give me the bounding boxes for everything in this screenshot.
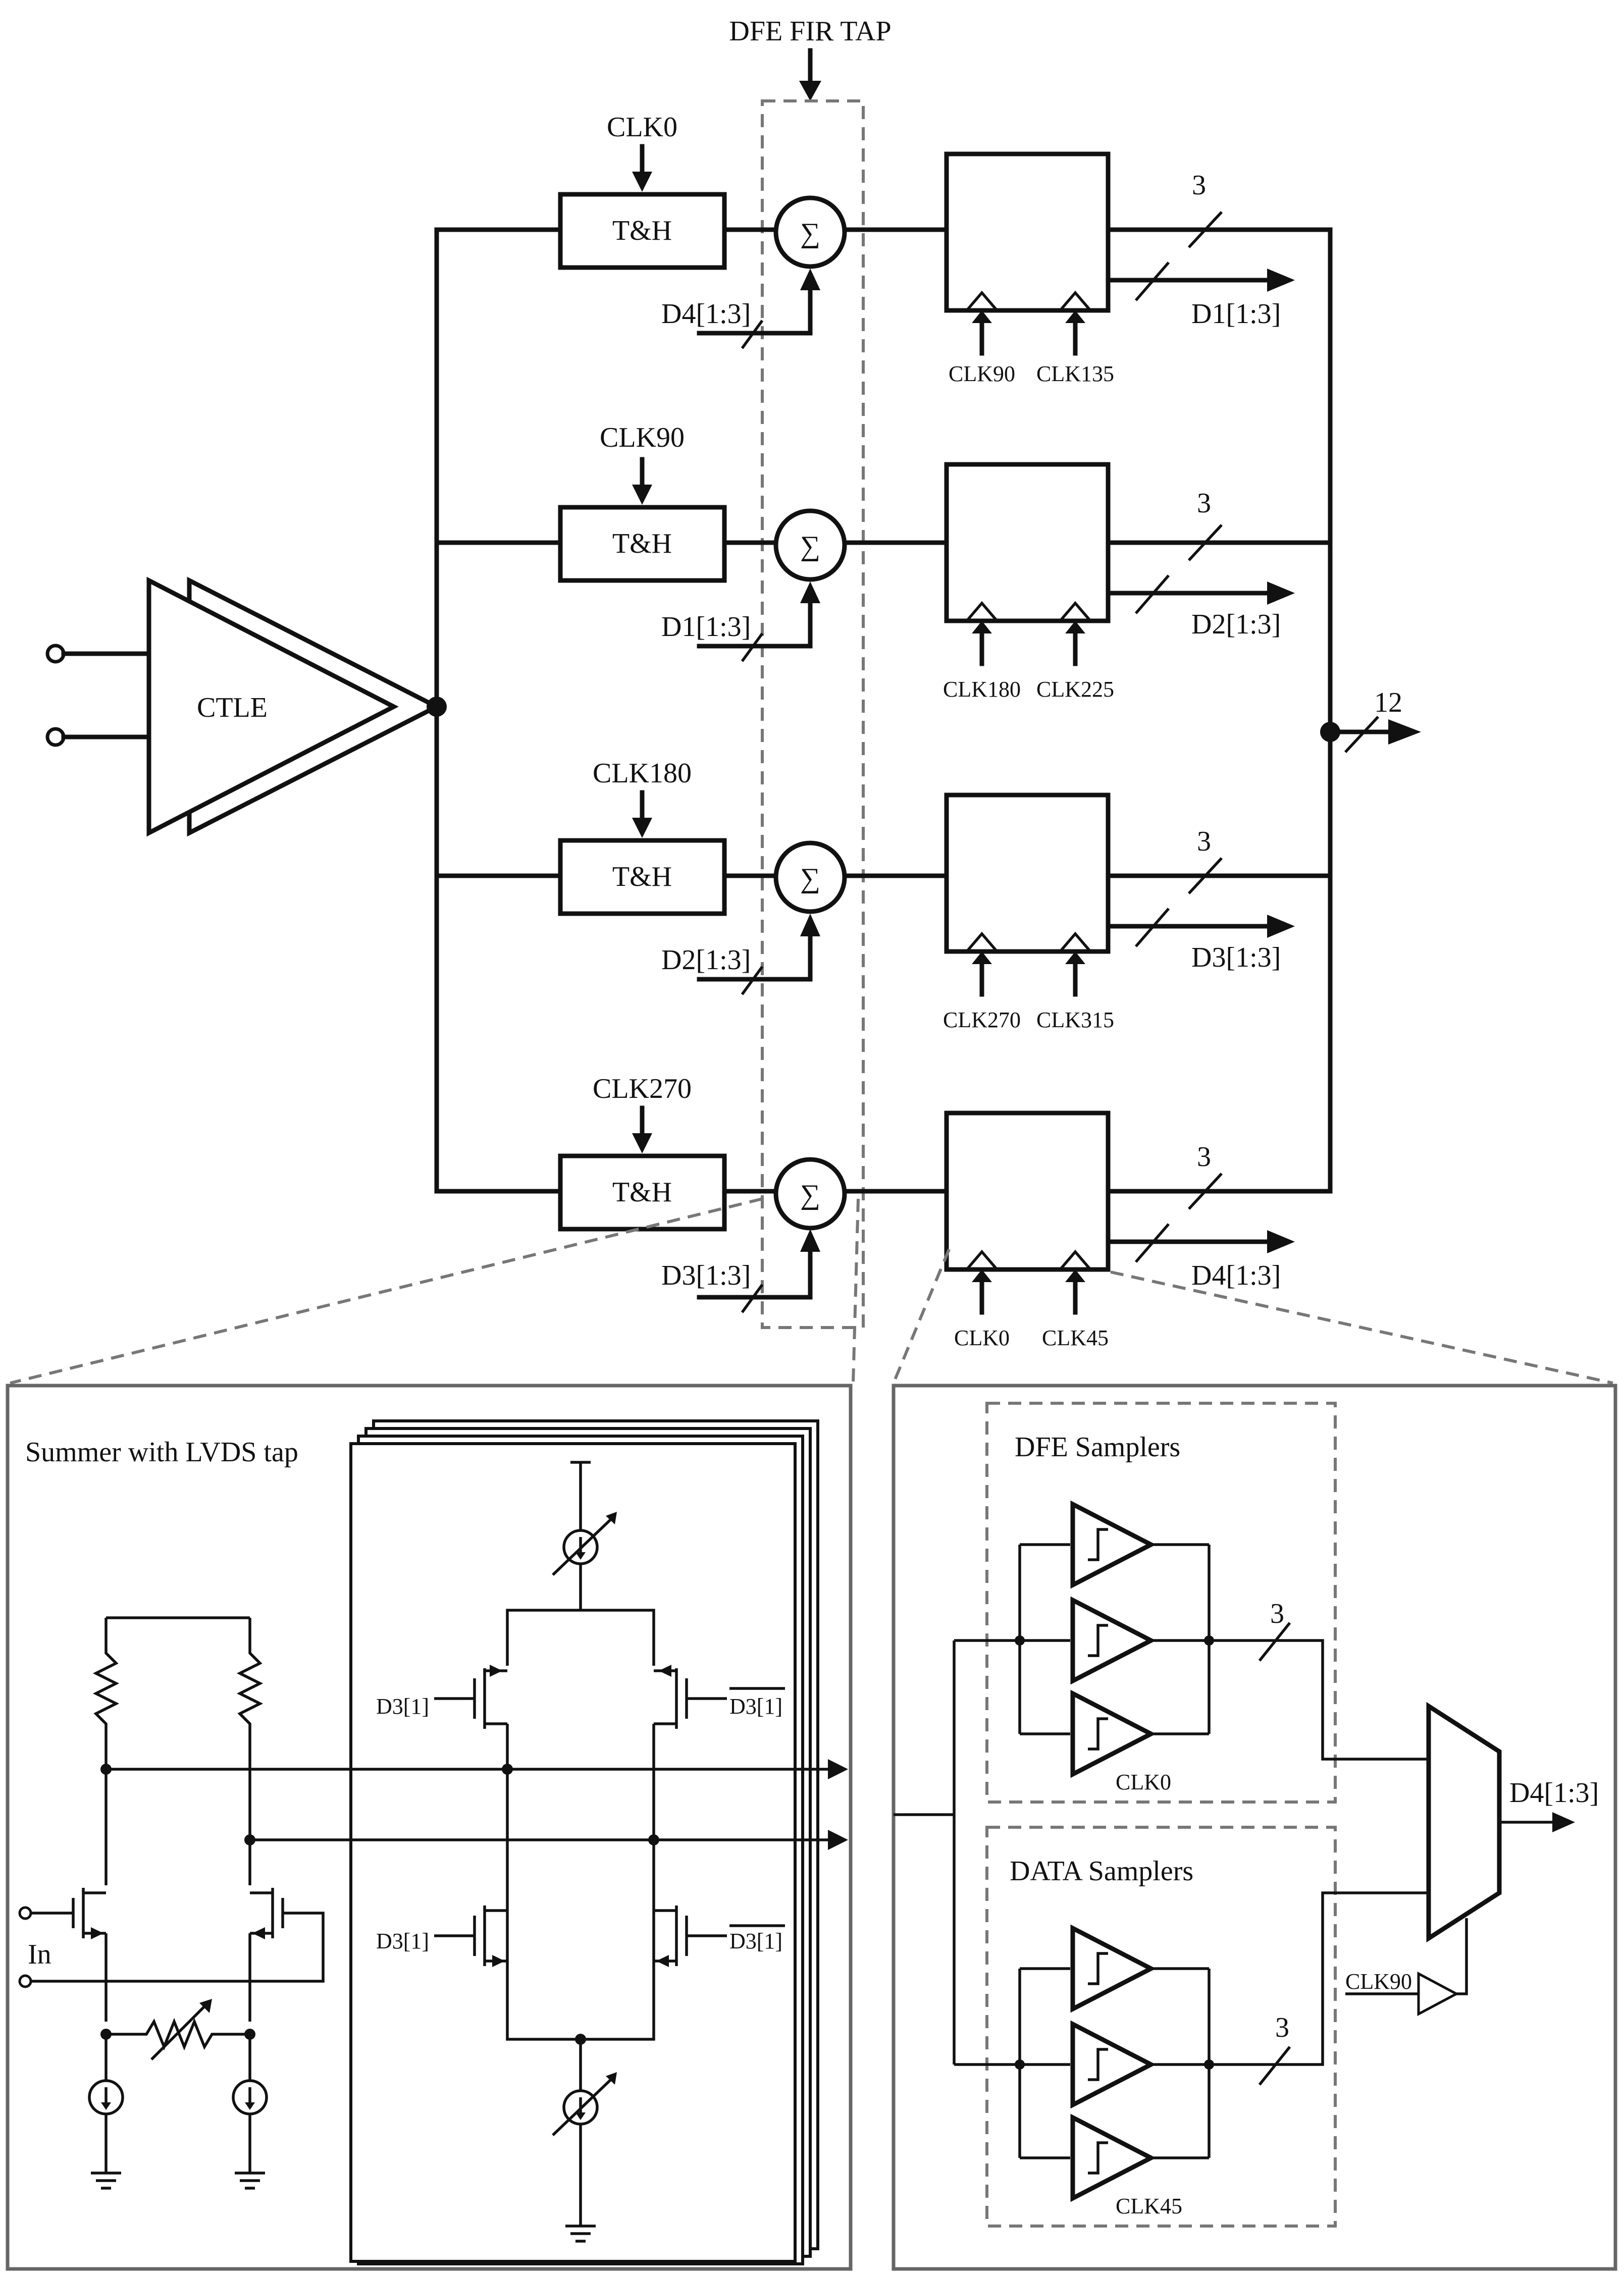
output-label-2: D3[1:3] bbox=[1191, 942, 1281, 973]
output-mux bbox=[1426, 1702, 1502, 1943]
feedback-label-2: D2[1:3] bbox=[661, 944, 751, 976]
ff-clock-b-2: CLK315 bbox=[1036, 1008, 1114, 1032]
dfe-fir-tap-label: DFE FIR TAP bbox=[729, 16, 891, 47]
summer-symbol-1: ∑ bbox=[800, 531, 820, 562]
ff-clock-a-0: CLK90 bbox=[949, 361, 1015, 386]
data-bus-width: 3 bbox=[1275, 2012, 1289, 2043]
bus-width-3: 3 bbox=[1197, 1141, 1211, 1173]
dfe-fir-tap-box bbox=[761, 99, 865, 1329]
ctle-label: CTLE bbox=[197, 692, 268, 723]
data-sampler-clock: CLK45 bbox=[1116, 2194, 1182, 2218]
dfe-comparator-1 bbox=[1070, 1500, 1156, 1589]
summer-panel-frame bbox=[6, 1384, 853, 2271]
ff-clock-a-3: CLK0 bbox=[954, 1326, 1010, 1350]
flipflop-1 bbox=[944, 462, 1111, 623]
lvds-tap-cell: D3[1] D3[1] D3[1] bbox=[376, 1461, 785, 2243]
flipflop-2 bbox=[944, 792, 1111, 954]
th-clock-0: CLK0 bbox=[607, 112, 677, 143]
feedback-label-1: D1[1:3] bbox=[661, 611, 751, 643]
input-terminal-neg bbox=[45, 727, 66, 747]
channel-3: T&H CLK270 ∑ D3[1:3] CLK0 CLK45 3 D4[1:3… bbox=[434, 1073, 1333, 1350]
th-label-1: T&H bbox=[612, 528, 672, 559]
channel-1: T&H CLK90 ∑ D1[1:3] CLK180 CLK225 3 D2[1… bbox=[434, 422, 1333, 702]
dfe-samplers-label: DFE Samplers bbox=[1015, 1432, 1180, 1463]
th-clock-2: CLK180 bbox=[593, 758, 692, 789]
ff-clock-a-1: CLK180 bbox=[943, 677, 1021, 702]
channel-2: T&H CLK180 ∑ D2[1:3] CLK270 CLK315 3 D3[… bbox=[434, 758, 1333, 1032]
main-differential-pair: In bbox=[18, 1616, 512, 2190]
summer-panel: Summer with LVDS tap In bbox=[6, 1384, 853, 2271]
ff-clock-b-1: CLK225 bbox=[1036, 677, 1114, 702]
data-samplers-box bbox=[985, 1826, 1337, 2228]
bus-width-0: 3 bbox=[1192, 170, 1206, 201]
th-block-3 bbox=[558, 1153, 727, 1232]
output-bus: 12 bbox=[1320, 227, 1421, 1194]
summer-1 bbox=[773, 508, 847, 582]
ctle: CTLE bbox=[45, 227, 447, 1194]
ctle-amplifier bbox=[146, 576, 399, 837]
mux-select-clock: CLK90 bbox=[1345, 1969, 1412, 1994]
tap-input-upper-left: D3[1] bbox=[376, 1694, 429, 1719]
channel-0: T&H CLK0 ∑ D4[1:3] CLK90 CLK135 3 D1[1:3… bbox=[434, 112, 1333, 386]
data-comparator-2 bbox=[1070, 2020, 1156, 2109]
th-label-3: T&H bbox=[612, 1177, 672, 1208]
summer-panel-title: Summer with LVDS tap bbox=[25, 1437, 298, 1468]
ff-clock-a-2: CLK270 bbox=[943, 1008, 1021, 1032]
bus-width-2: 3 bbox=[1197, 826, 1211, 857]
input-label: In bbox=[28, 1939, 51, 1970]
dfe-sampler-clock: CLK0 bbox=[1116, 1770, 1171, 1794]
dfe-comparator-3 bbox=[1070, 1689, 1156, 1778]
th-label-2: T&H bbox=[612, 861, 672, 892]
summer-3 bbox=[773, 1157, 847, 1231]
th-block-1 bbox=[558, 505, 727, 583]
tap-input-lower-left: D3[1] bbox=[376, 1929, 429, 1953]
summer-symbol-3: ∑ bbox=[800, 1179, 820, 1210]
th-label-0: T&H bbox=[612, 215, 672, 246]
bus-width-1: 3 bbox=[1197, 488, 1211, 519]
output-bus-width: 12 bbox=[1374, 687, 1402, 718]
feedback-label-0: D4[1:3] bbox=[661, 298, 751, 330]
input-terminal-pos bbox=[45, 644, 66, 664]
th-clock-1: CLK90 bbox=[600, 422, 685, 453]
lvds-tap-sheet bbox=[349, 1442, 797, 2263]
data-comparator-3 bbox=[1070, 2113, 1156, 2202]
clock-buffer bbox=[1417, 1971, 1459, 2017]
flipflop-0 bbox=[944, 151, 1111, 313]
mux-output-label: D4[1:3] bbox=[1509, 1777, 1599, 1809]
dfe-samplers-box bbox=[985, 1402, 1337, 1804]
th-clock-3: CLK270 bbox=[593, 1073, 692, 1104]
data-comparator-1 bbox=[1070, 1924, 1156, 2013]
sampler-panel-frame bbox=[892, 1384, 1617, 2271]
ff-clock-b-3: CLK45 bbox=[1042, 1326, 1109, 1350]
summer-symbol-0: ∑ bbox=[800, 218, 820, 249]
dfe-comparator-2 bbox=[1070, 1596, 1156, 1685]
dfe-fir-tap: DFE FIR TAP bbox=[729, 16, 892, 1329]
output-label-0: D1[1:3] bbox=[1191, 298, 1281, 330]
tap-input-upper-right: D3[1] bbox=[729, 1694, 782, 1719]
output-label-3: D4[1:3] bbox=[1191, 1260, 1281, 1291]
output-label-1: D2[1:3] bbox=[1191, 609, 1281, 640]
dfe-bus-width: 3 bbox=[1270, 1598, 1284, 1629]
sampler-panel: DFE Samplers DATA Samplers CLK0 3 bbox=[892, 1384, 1617, 2271]
ff-clock-b-0: CLK135 bbox=[1036, 361, 1114, 386]
summer-symbol-2: ∑ bbox=[800, 863, 820, 894]
summer-0 bbox=[773, 195, 847, 269]
data-samplers-label: DATA Samplers bbox=[1010, 1856, 1193, 1887]
flipflop-3 bbox=[944, 1110, 1111, 1272]
tap-input-lower-right: D3[1] bbox=[729, 1929, 782, 1953]
feedback-label-3: D3[1:3] bbox=[661, 1260, 751, 1291]
th-block-2 bbox=[558, 838, 727, 916]
